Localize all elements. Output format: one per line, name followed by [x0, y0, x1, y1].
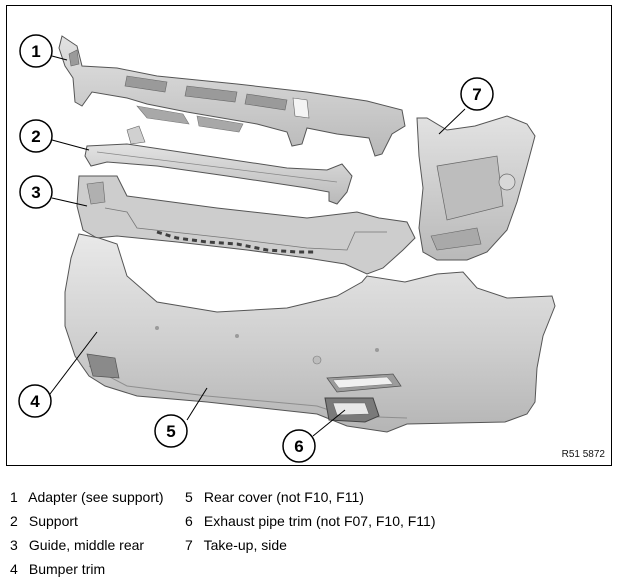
callout-4: 4: [18, 384, 52, 418]
legend-item-number: 7: [185, 537, 193, 553]
legend-item-text: Bumper trim: [28, 561, 106, 577]
callout-1: 1: [19, 34, 53, 68]
legend-item-text: Exhaust pipe trim (not F07, F10, F11): [203, 513, 436, 529]
callout-6: 6: [282, 429, 316, 463]
take-up-side-part: [416, 115, 536, 261]
legend-item: 6 Exhaust pipe trim (not F07, F10, F11): [185, 509, 436, 533]
legend-item-number: 6: [185, 513, 193, 529]
callout-3: 3: [19, 175, 53, 209]
callout-2: 2: [19, 119, 53, 153]
legend-item-text: Guide, middle rear: [28, 537, 145, 553]
callout-3-label: 3: [31, 183, 40, 202]
callout-7: 7: [460, 77, 494, 111]
callout-5-label: 5: [166, 422, 175, 441]
leader-lines: [49, 55, 466, 437]
legend-item-text: Rear cover (not F10, F11): [203, 489, 364, 505]
legend-column-1: 1 Adapter (see support) 2 Support 3 Guid…: [10, 485, 164, 581]
legend-column-2: 5 Rear cover (not F10, F11) 6 Exhaust pi…: [185, 485, 436, 557]
exploded-view-figure: 1 2 3 4 5 6 7 R51 5872: [6, 5, 612, 466]
adapter-part: [58, 35, 406, 157]
callout-7-label: 7: [472, 85, 481, 104]
legend-item-text: Take-up, side: [203, 537, 287, 553]
legend-item: 1 Adapter (see support): [10, 485, 164, 509]
exhaust-pipe-trim-part: [324, 397, 380, 423]
callout-1-label: 1: [31, 42, 40, 61]
figure-reference-code: R51 5872: [561, 449, 605, 460]
legend-item: 2 Support: [10, 509, 164, 533]
legend-item-number: 3: [10, 537, 18, 553]
legend-item: 5 Rear cover (not F10, F11): [185, 485, 436, 509]
legend-item: 3 Guide, middle rear: [10, 533, 164, 557]
legend-item-text: Support: [28, 513, 78, 529]
support-part: [84, 125, 353, 205]
bumper-trim-part: [64, 233, 556, 433]
legend-item-text: Adapter (see support): [28, 489, 164, 505]
legend-item-number: 4: [10, 561, 18, 577]
legend-item: 4 Bumper trim: [10, 557, 164, 581]
callout-2-label: 2: [31, 127, 40, 146]
legend-item-number: 2: [10, 513, 18, 529]
legend-item-number: 1: [10, 489, 18, 505]
callout-5: 5: [154, 414, 188, 448]
guide-part: [76, 175, 416, 275]
legend-item: 7 Take-up, side: [185, 533, 436, 557]
parts-illustration: 1 2 3 4 5 6 7: [18, 34, 556, 463]
callout-4-label: 4: [30, 392, 40, 411]
callout-6-label: 6: [294, 437, 303, 456]
legend-item-number: 5: [185, 489, 193, 505]
